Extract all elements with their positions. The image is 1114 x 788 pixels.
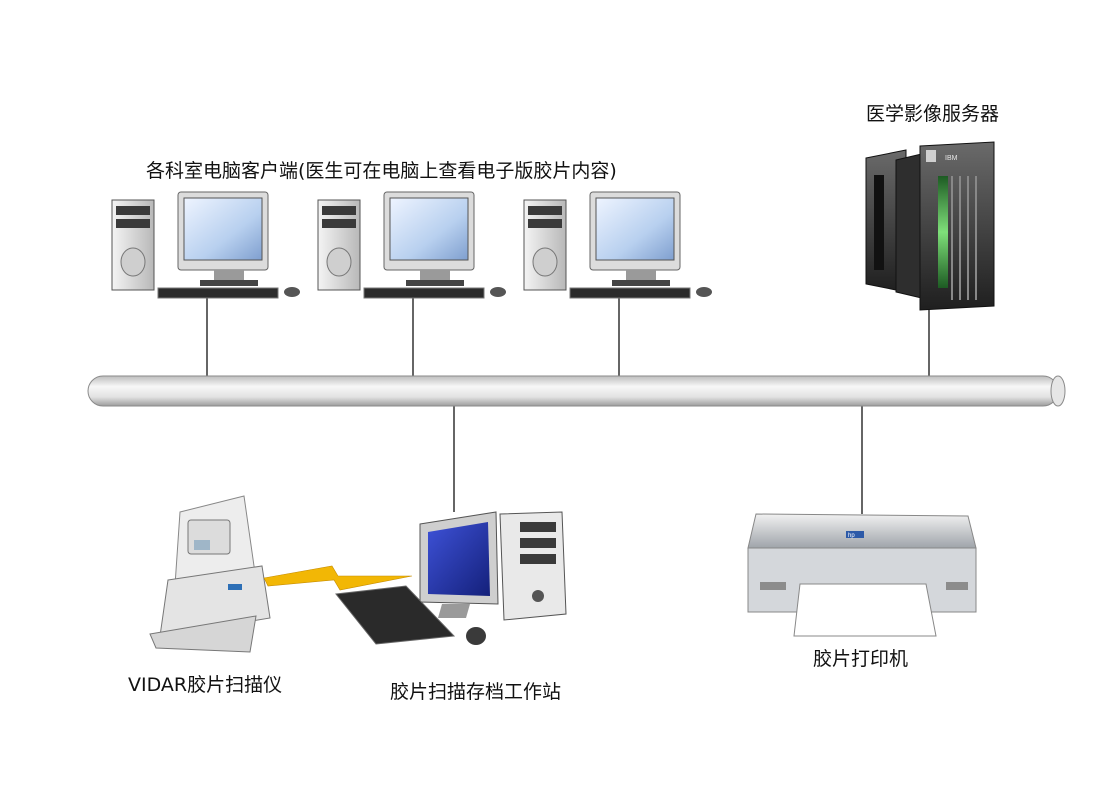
workstation-label: 胶片扫描存档工作站 xyxy=(390,681,562,703)
scanner-label: VIDAR胶片扫描仪 xyxy=(128,674,283,696)
clients-label: 各科室电脑客户端(医生可在电脑上查看电子版胶片内容) xyxy=(146,160,617,182)
client-computer-3 xyxy=(523,191,712,299)
workstation-computer-icon xyxy=(335,511,567,645)
network-bus xyxy=(87,375,1066,407)
printer-badge: hp xyxy=(848,533,855,539)
server-icon: IBM xyxy=(865,141,995,311)
server-label: 医学影像服务器 xyxy=(866,103,1000,125)
connector-lines xyxy=(206,297,930,514)
client-computer-1 xyxy=(111,191,300,299)
lightning-link-icon xyxy=(263,565,413,591)
printer-icon: hp xyxy=(747,513,977,637)
printer-label: 胶片打印机 xyxy=(813,648,909,670)
scanner-icon xyxy=(149,495,271,653)
client-computer-2 xyxy=(317,191,506,299)
server-badge: IBM xyxy=(945,155,958,162)
